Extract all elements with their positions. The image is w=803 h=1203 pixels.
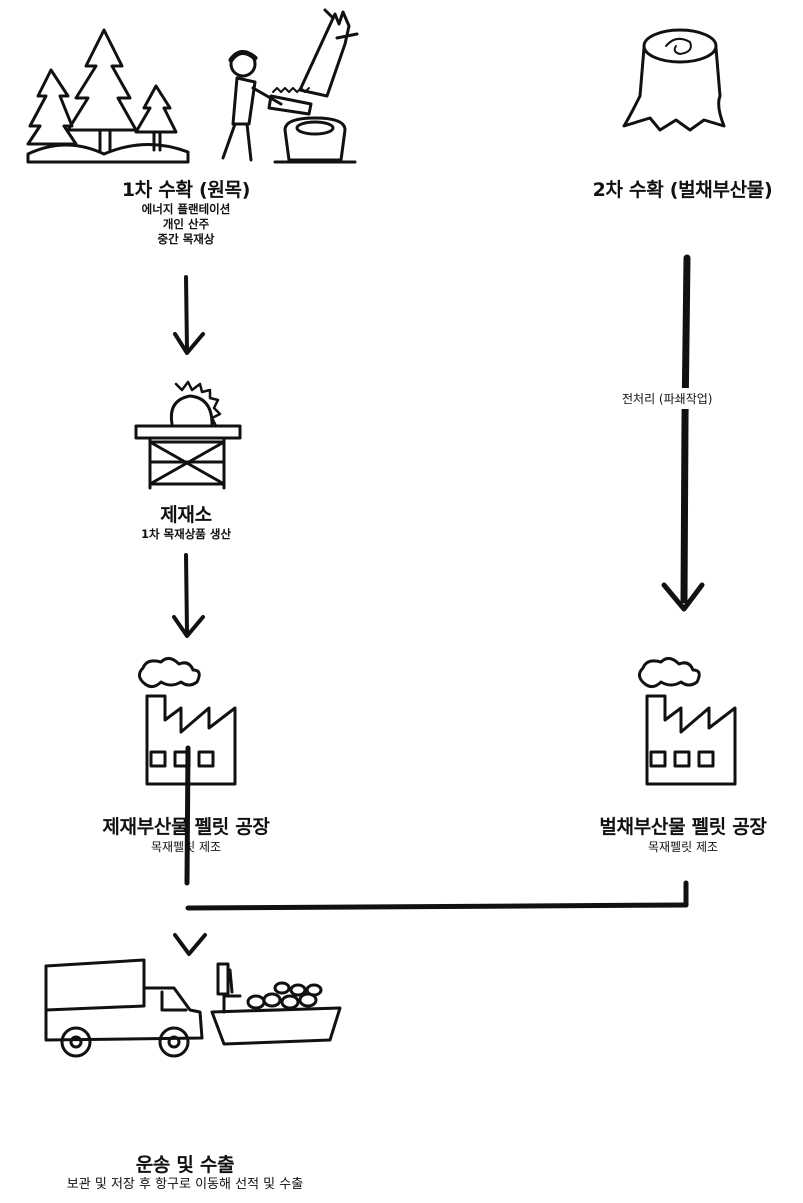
arrow-sawmill-to-pellet-plant	[184, 553, 189, 634]
residue-pellet-plant-title: 벌채부산물 펠릿 공장	[599, 816, 767, 838]
primary-harvest-title: 1차 수확 (원목)	[121, 179, 251, 201]
arrowhead-to-transport	[173, 933, 207, 956]
residue-pellet-plant-node: 벌채부산물 펠릿 공장 목재펠릿 제조	[563, 812, 803, 855]
sawmill-pellet-plant-node: 제재부산물 펠릿 공장 목재펠릿 제조	[66, 812, 306, 855]
sawmill-icon	[134, 380, 242, 490]
primary-harvest-line: 개인 산주	[162, 217, 210, 231]
stump-icon	[622, 28, 726, 132]
forest-icon	[26, 28, 190, 164]
primary-harvest-line: 에너지 플랜테이션	[141, 202, 231, 216]
residue-pellet-plant-subtitle: 목재펠릿 제조	[647, 840, 719, 854]
factory-icon	[638, 657, 737, 786]
arrowhead-sawmill-to-pellet-plant	[172, 615, 205, 638]
sawmill-title: 제재소	[160, 504, 212, 526]
connector-left-down	[184, 745, 191, 886]
sawmill-node: 제재소 1차 목재상품 생산	[86, 500, 286, 542]
primary-harvest-line: 중간 목재상	[157, 232, 215, 246]
sawmill-pellet-plant-subtitle: 목재펠릿 제조	[150, 840, 222, 854]
arrowhead-harvest-to-sawmill	[173, 332, 205, 355]
transport-export-title: 운송 및 수출	[135, 1154, 235, 1176]
connector-horizontal	[185, 902, 689, 911]
arrow-harvest-to-sawmill	[184, 275, 189, 352]
secondary-harvest-node: 2차 수확 (벌채부산물)	[565, 175, 800, 202]
cargo-ship-icon	[210, 962, 342, 1046]
factory-icon	[138, 657, 237, 786]
dump-truck-icon	[44, 958, 204, 1058]
sawmill-line: 1차 목재상품 생산	[140, 527, 232, 541]
transport-export-node: 운송 및 수출 보관 및 저장 후 항구로 이동해 선적 및 수출	[20, 1150, 350, 1193]
transport-export-subtitle: 보관 및 저장 후 항구로 이동해 선적 및 수출	[66, 1177, 304, 1192]
arrow-secondary-to-residue-plant	[680, 254, 691, 604]
arrowhead-secondary-to-residue-plant	[661, 582, 705, 612]
sawmill-pellet-plant-title: 제재부산물 펠릿 공장	[102, 816, 270, 838]
logger-chainsaw-icon	[221, 8, 359, 164]
primary-harvest-node: 1차 수확 (원목) 에너지 플랜테이션 개인 산주 중간 목재상	[86, 175, 286, 247]
secondary-harvest-title: 2차 수확 (벌채부산물)	[592, 179, 773, 201]
preprocessing-label: 전처리 (파쇄작업)	[620, 388, 715, 409]
